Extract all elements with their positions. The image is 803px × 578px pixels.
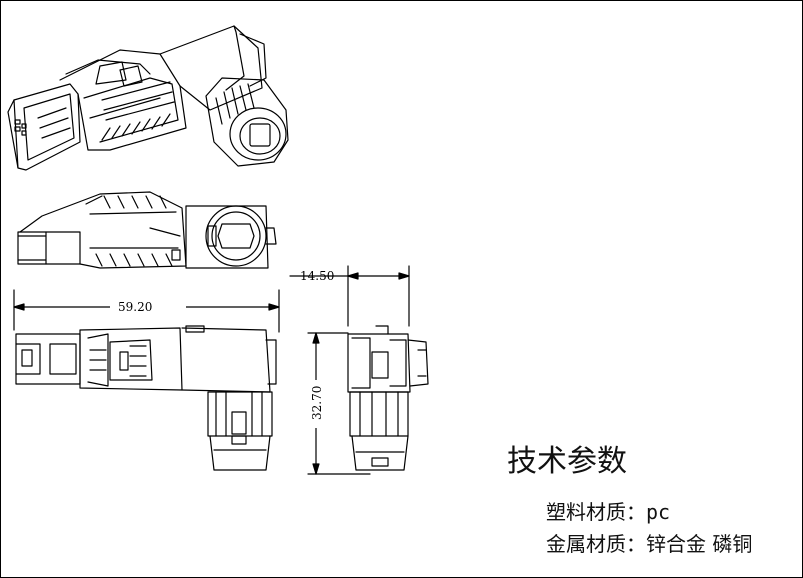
- spec-plastic-label: 塑料材质：: [546, 500, 646, 524]
- dim-length-label: 59.20: [118, 300, 152, 314]
- spec-metal: 金属材质：锌合金 磷铜: [546, 528, 752, 557]
- side-view: [17, 191, 277, 269]
- spec-metal-label: 金属材质：: [546, 532, 646, 556]
- spec-metal-value: 锌合金 磷铜: [646, 532, 753, 556]
- spec-plastic: 塑料材质：pc: [546, 496, 670, 525]
- front-view: [289, 265, 429, 475]
- spec-title: 技术参数: [507, 444, 627, 479]
- isometric-view: [7, 25, 289, 171]
- spec-plastic-value: pc: [646, 500, 671, 524]
- top-view: [13, 289, 280, 471]
- dim-width-label: 14.50: [300, 269, 334, 283]
- dim-height-label: 32.70: [310, 386, 324, 420]
